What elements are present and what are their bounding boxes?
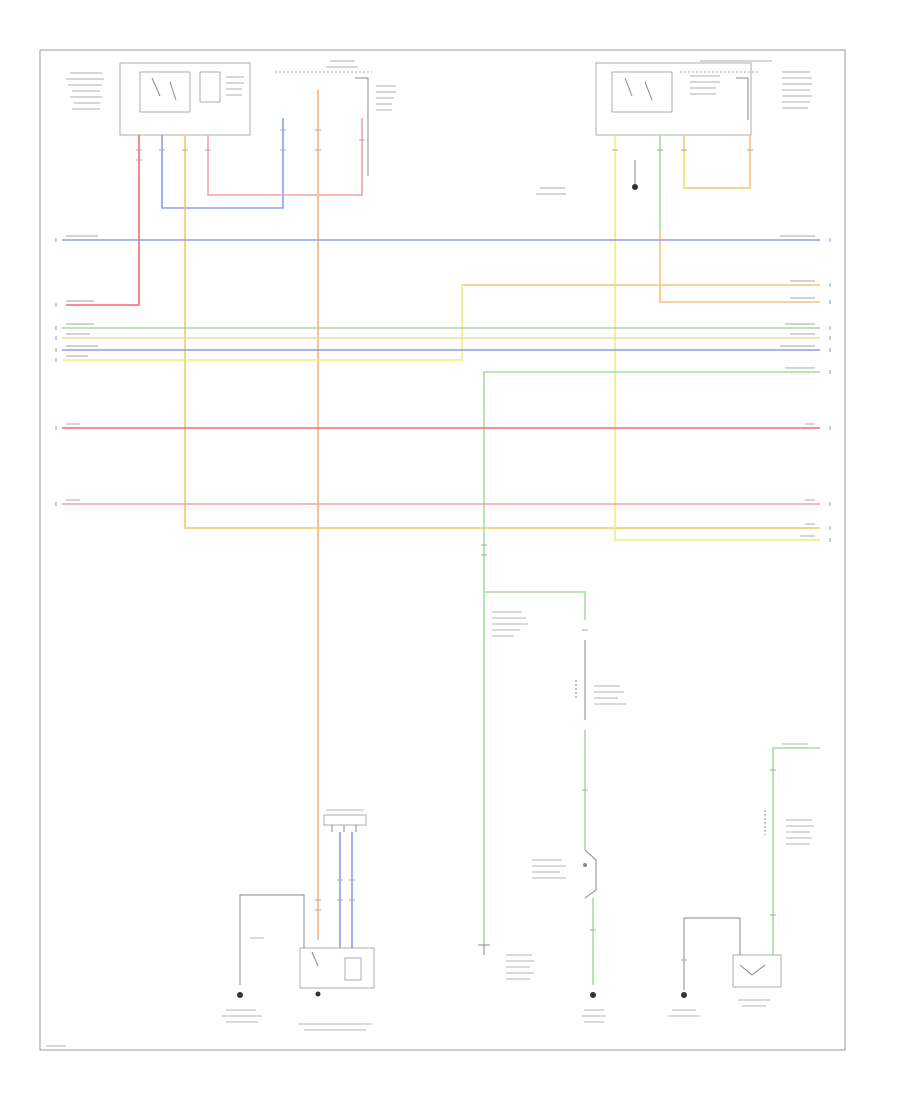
bus-end-markers (55, 238, 831, 542)
top-left-label-marks (66, 60, 396, 111)
ground-icon (681, 992, 687, 998)
connector-marks-lower (315, 629, 776, 961)
lower-right-label-marks (668, 743, 814, 1017)
ground-icon (590, 992, 596, 998)
switch-icon (583, 849, 597, 899)
lamp-icon (575, 640, 586, 720)
top-right-label-marks (536, 60, 812, 195)
bus-yellow-cross (62, 285, 463, 361)
wire-red-left-drop (66, 135, 140, 306)
wire-orange-right-1 (659, 232, 820, 303)
wire-blue-loop (161, 118, 284, 209)
wire-green-switch-loop (484, 591, 586, 620)
wire-yellow-left-long (184, 135, 820, 529)
connector-icon (478, 944, 490, 955)
lower-left-label-marks (46, 809, 372, 1047)
top-left-module (66, 60, 396, 176)
middle-label-marks (492, 611, 626, 1023)
bus-green-drop (483, 371, 820, 945)
diagram-frame (39, 49, 846, 1051)
connector-icon (323, 814, 367, 832)
connector-marks (136, 129, 753, 556)
wire-green-relay (772, 747, 820, 955)
wire-pink-loop (207, 118, 363, 196)
ground-icon (632, 160, 638, 190)
wire-yellow-right-drop (614, 135, 820, 541)
ground-icon (237, 992, 243, 998)
component-box-icon (299, 947, 375, 989)
wire-orange-right-2 (683, 135, 751, 189)
bus-label-marks (66, 235, 815, 537)
top-right-module (536, 60, 812, 195)
ground-icon (315, 991, 321, 997)
relay-icon (732, 954, 782, 988)
